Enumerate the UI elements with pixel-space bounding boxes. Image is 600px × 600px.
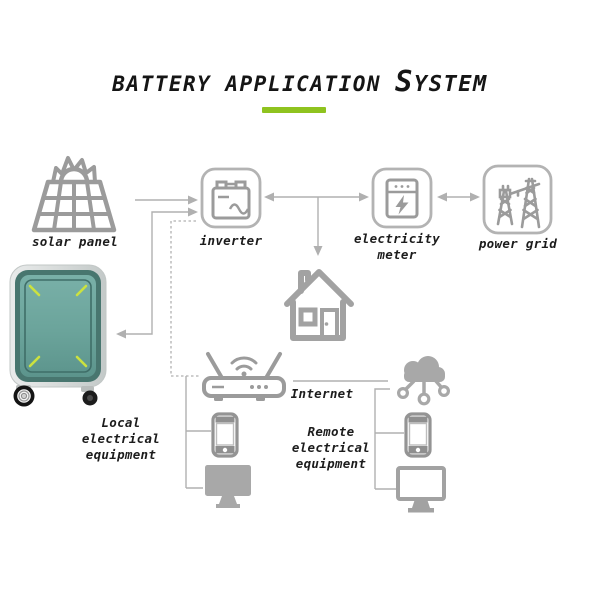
title-accent-initial: S [395, 64, 414, 98]
local-monitor-icon [203, 464, 253, 510]
electricity-meter-label: electricity meter [353, 231, 441, 262]
house-icon [280, 258, 358, 346]
power-grid-label: power grid [478, 236, 558, 251]
remote-equipment-label: Remote electrical equipment [291, 424, 371, 471]
internet-label: Internet [290, 386, 354, 401]
title-underline [262, 107, 326, 113]
cloud-network-icon [390, 350, 454, 414]
remote-monitor-icon [396, 466, 446, 514]
power-grid-icon [482, 164, 553, 235]
solar-panel-icon [28, 148, 120, 236]
local-equipment-label: Local electrical equipment [81, 415, 161, 462]
inverter-label: inverter [199, 233, 263, 248]
solar-panel-label: solar panel [31, 234, 119, 249]
title-main: BATTERY APPLICATION [112, 72, 381, 96]
electricity-meter-icon [371, 167, 433, 229]
title-accent-rest: YSTEM [413, 72, 488, 97]
inverter-icon [200, 167, 262, 229]
local-phone-icon [210, 412, 240, 458]
portable-battery-image [6, 263, 112, 409]
router-icon [196, 348, 292, 404]
remote-phone-icon [403, 412, 433, 458]
page-title: BATTERY APPLICATION SYSTEM [0, 64, 600, 98]
